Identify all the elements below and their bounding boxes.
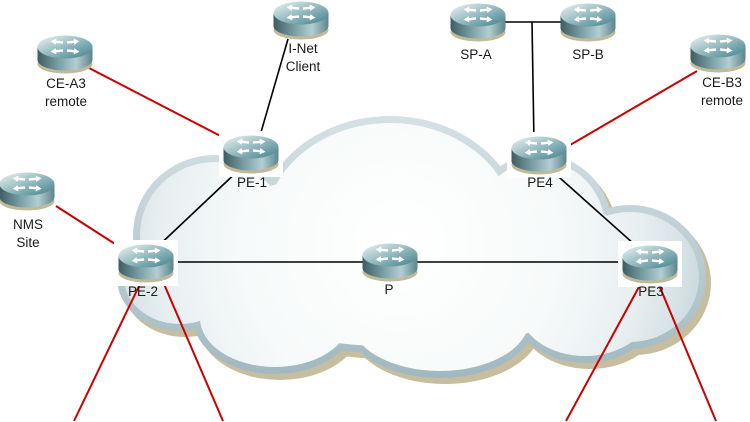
router-pe-1: [219, 131, 283, 177]
router-sp-b: [560, 3, 616, 42]
router-p: [362, 243, 418, 282]
router-sp-a: [450, 3, 506, 42]
link-i-net-client-pe-1: [256, 38, 289, 147]
link-pe3-offscreen-bottom: [565, 284, 641, 422]
link-ce-b3-remote-pe4: [564, 70, 698, 149]
router-icon-sp-b: [560, 3, 616, 42]
router-pe-2: [114, 240, 178, 286]
router-i-net-client: [273, 1, 329, 40]
router-icon-pe4: [511, 136, 567, 175]
router-pe4: [507, 132, 571, 178]
label-pe-2: PE-2: [128, 284, 158, 299]
router-icon-nms-site: [0, 172, 55, 211]
label-p: P: [384, 282, 393, 297]
router-icon-p: [362, 243, 418, 282]
router-icon-pe-1: [223, 135, 279, 174]
link-pe3-offscreen-bottom: [658, 284, 717, 422]
link-ce-a3-remote-pe-1: [88, 67, 237, 145]
link-sp-ab-junction-pe4: [531, 21, 535, 144]
label-pe3: PE3: [638, 284, 664, 299]
router-icon-ce-b3-remote: [690, 34, 746, 73]
router-nms-site: [0, 172, 55, 211]
router-icon-i-net-client: [273, 1, 329, 40]
router-icon-pe-2: [118, 244, 174, 283]
nodes-layer: [0, 1, 746, 287]
link-pe-2-offscreen-bottom: [163, 283, 224, 422]
label-pe4: PE4: [527, 175, 553, 190]
router-pe3: [618, 241, 682, 287]
link-pe-1-pe-2: [152, 166, 243, 252]
link-pe4-pe3: [550, 169, 644, 253]
router-icon-ce-a3-remote: [37, 35, 93, 74]
link-pe-2-offscreen-bottom: [73, 281, 142, 422]
label-pe-1: PE-1: [237, 175, 267, 190]
router-ce-b3-remote: [690, 34, 746, 73]
core-network-cloud: [124, 123, 699, 371]
router-ce-a3-remote: [37, 35, 93, 74]
label-sp-a: SP-A: [460, 47, 492, 62]
label-sp-b: SP-B: [572, 47, 604, 62]
router-icon-sp-a: [450, 3, 506, 42]
router-icon-pe3: [622, 245, 678, 284]
